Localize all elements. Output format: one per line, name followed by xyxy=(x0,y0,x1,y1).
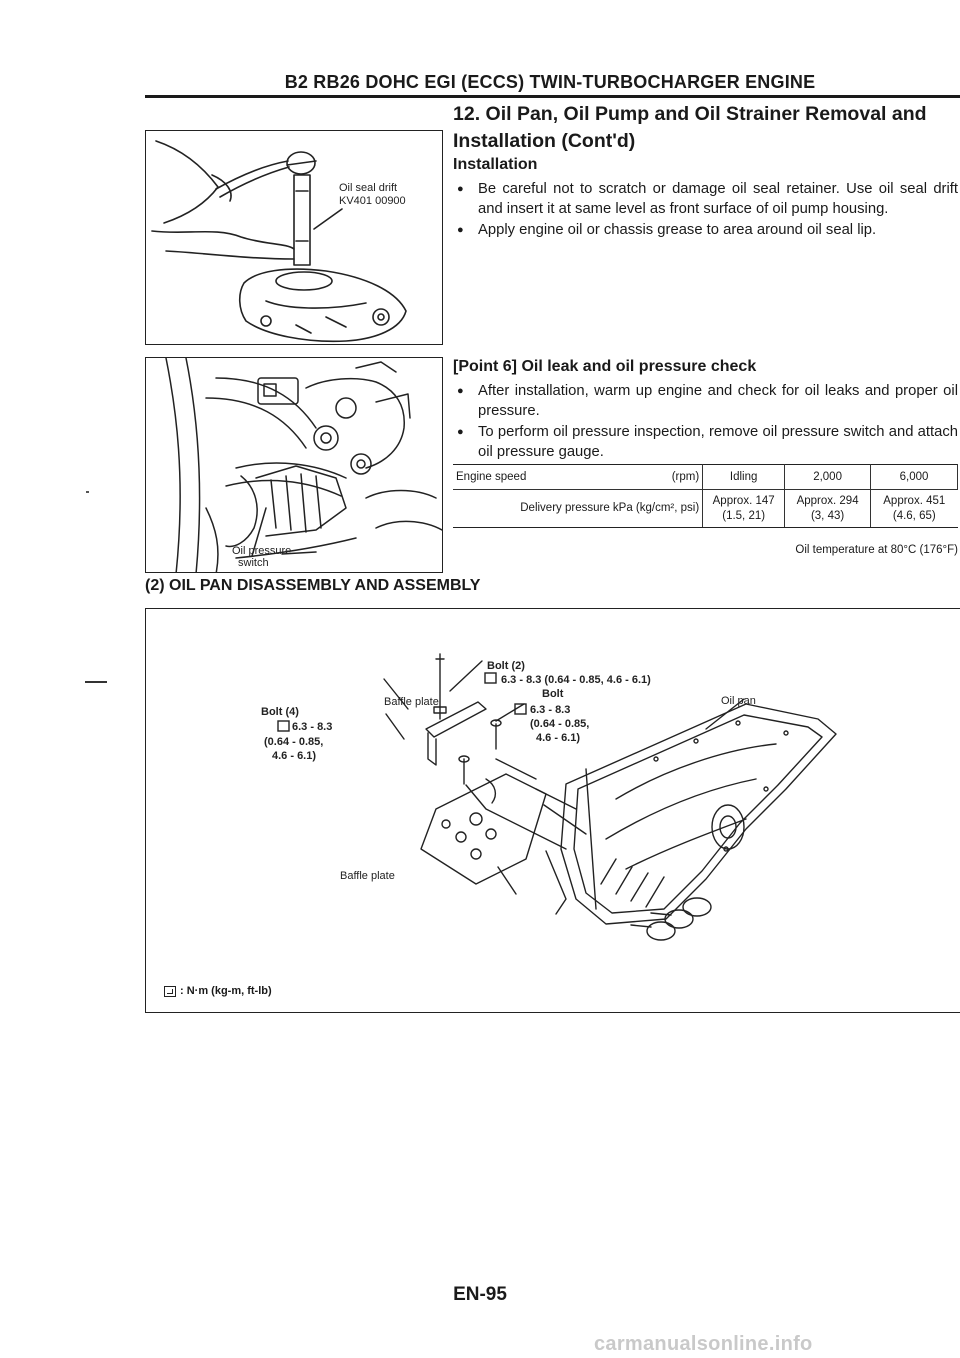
bolt4-torque-2: (0.64 - 0.85, xyxy=(264,736,323,748)
bolt4-label: Bolt (4) xyxy=(261,706,299,718)
bullet-item: After installation, warm up engine and c… xyxy=(456,382,958,421)
pressure-value-alt: (4.6, 65) xyxy=(892,509,936,522)
page-number: EN-95 xyxy=(453,1284,507,1305)
bullet-item: To perform oil pressure inspection, remo… xyxy=(456,423,958,462)
table-cell: Approx. 294 (3, 43) xyxy=(784,489,872,528)
table-cell: Approx. 147 (1.5, 21) xyxy=(702,489,786,528)
pressure-value-alt: (3, 43) xyxy=(810,509,845,522)
installation-bullets: Be careful not to scratch or damage oil … xyxy=(456,180,958,243)
bolt2-torque: 6.3 - 8.3 (0.64 - 0.85, 4.6 - 6.1) xyxy=(501,674,651,686)
watermark: carmanualsonline.info xyxy=(594,1333,813,1355)
oil-seal-drift-label: Oil seal drift xyxy=(339,182,397,194)
oil-pressure-spec-table: Engine speed (rpm) Idling 2,000 6,000 De… xyxy=(453,464,958,528)
bolt-label: Bolt xyxy=(542,688,564,700)
page-header: B2 RB26 DOHC EGI (ECCS) TWIN-TURBOCHARGE… xyxy=(284,72,816,92)
torque-legend-text: : N·m (kg-m, ft-lb) xyxy=(180,985,272,997)
rpm-unit: (rpm) xyxy=(671,470,700,483)
bolt2-label: Bolt (2) xyxy=(487,660,525,672)
margin-dot xyxy=(86,491,89,493)
figure-oil-pan-assembly: Bolt (2) 6.3 - 8.3 (0.64 - 0.85, 4.6 - 6… xyxy=(145,608,960,1013)
bolt4-torque-1: 6.3 - 8.3 xyxy=(292,721,332,733)
delivery-pressure-label: Delivery pressure kPa (kg/cm², psi) xyxy=(453,489,704,528)
bullet-item: Apply engine oil or chassis grease to ar… xyxy=(456,221,958,241)
bullet-item: Be careful not to scratch or damage oil … xyxy=(456,180,958,219)
table-cell: Idling xyxy=(702,464,786,490)
oil-pressure-label: Oil pressure xyxy=(232,545,291,557)
oil-temperature-note: Oil temperature at 80°C (176°F) xyxy=(795,544,958,556)
oil-pan-exploded-illustration: Bolt (2) 6.3 - 8.3 (0.64 - 0.85, 4.6 - 6… xyxy=(261,653,837,941)
engine-speed-label: Engine speed xyxy=(456,470,527,483)
pressure-value: Approx. 294 xyxy=(796,494,859,507)
pressure-value: Approx. 451 xyxy=(883,494,946,507)
table-cell: 6,000 xyxy=(870,464,958,490)
bolt-torque-3: 4.6 - 6.1) xyxy=(536,732,580,744)
table-row: Engine speed (rpm) Idling 2,000 6,000 xyxy=(453,464,958,490)
section2-title: (2) OIL PAN DISASSEMBLY AND ASSEMBLY xyxy=(145,577,481,594)
table-row: Delivery pressure kPa (kg/cm², psi) Appr… xyxy=(453,489,958,528)
baffle-plate-top-label: Baffle plate xyxy=(384,696,439,708)
bolt-torque-1: 6.3 - 8.3 xyxy=(530,704,570,716)
installation-heading: Installation xyxy=(453,156,538,173)
torque-legend: : N·m (kg-m, ft-lb) xyxy=(164,985,272,997)
switch-label: switch xyxy=(238,557,269,569)
figure-oil-pressure-switch: Oil pressure switch xyxy=(145,357,443,573)
bolt4-torque-3: 4.6 - 6.1) xyxy=(272,750,316,762)
oil-pressure-switch-illustration: Oil pressure switch xyxy=(165,358,442,572)
torque-icon xyxy=(164,985,176,997)
header-rule xyxy=(145,95,960,98)
bolt-torque-2: (0.64 - 0.85, xyxy=(530,718,589,730)
oil-seal-drift-illustration: Oil seal drift KV401 00900 xyxy=(151,140,407,343)
engine-speed-cell: Engine speed (rpm) xyxy=(453,464,704,490)
section-title: 12. Oil Pan, Oil Pump and Oil Strainer R… xyxy=(453,103,927,152)
table-cell: Approx. 451 (4.6, 65) xyxy=(870,489,958,528)
oil-pan-label: Oil pan xyxy=(721,695,756,707)
baffle-plate-bottom-label: Baffle plate xyxy=(340,870,395,882)
margin-mark xyxy=(85,681,107,683)
pressure-value-alt: (1.5, 21) xyxy=(722,509,766,522)
table-cell: 2,000 xyxy=(784,464,872,490)
tool-number-label: KV401 00900 xyxy=(339,195,406,207)
figure-oil-seal-drift: Oil seal drift KV401 00900 xyxy=(145,130,443,345)
point6-heading: [Point 6] Oil leak and oil pressure chec… xyxy=(453,358,757,375)
point6-bullets: After installation, warm up engine and c… xyxy=(456,382,958,464)
pressure-value: Approx. 147 xyxy=(712,494,775,507)
